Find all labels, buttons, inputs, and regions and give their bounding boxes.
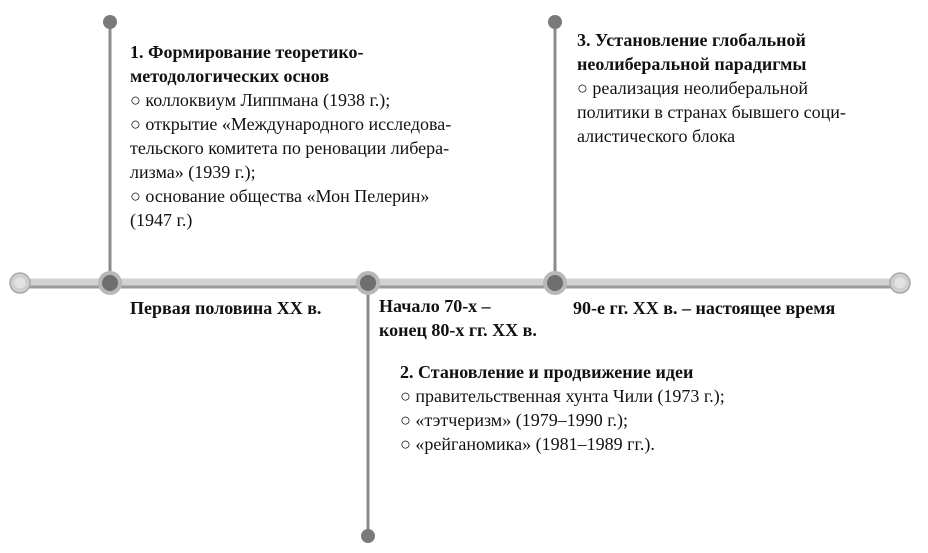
node-stage-2-inner (360, 275, 376, 291)
stage-3-title-line-1: 3. Установление глобальной (577, 30, 806, 50)
connector-stage-2-bottom-dot (361, 529, 375, 543)
period-label-2-line-2: конец 80-х гг. XX в. (379, 320, 537, 340)
connector-stage-3-top-dot (548, 15, 562, 29)
period-label-1: Первая половина XX в. (130, 298, 322, 318)
stage-2-item-line: ○ «тэтчеризм» (1979–1990 г.); (400, 410, 629, 430)
stage-2-item-line: ○ «рейганомика» (1981–1989 гг.). (400, 434, 655, 454)
stage-2-block: 2. Становление и продвижение идеи ○ прав… (400, 360, 820, 456)
timeline-end-cap-inner (894, 277, 906, 289)
stage-1-title-line-1: 1. Формирование теоретико- (130, 42, 364, 62)
stage-2-item-line: ○ правительственная хунта Чили (1973 г.)… (400, 386, 725, 406)
stage-1-item-line: ○ основание общества «Мон Пелерин» (130, 186, 430, 206)
timeline-start-cap-inner (14, 277, 26, 289)
node-stage-1-inner (102, 275, 118, 291)
period-label-3: 90-е гг. XX в. – настоящее время (573, 298, 836, 318)
stage-1-item-line: ○ коллоквиум Липпмана (1938 г.); (130, 90, 391, 110)
stage-1-title-line-2: методологических основ (130, 66, 330, 86)
period-label-2-line-1: Начало 70-х – (379, 296, 491, 316)
stage-2-title: 2. Становление и продвижение идеи (400, 362, 694, 382)
stage-3-item-line: ○ реализация неолиберальной (577, 78, 809, 98)
stage-1-block: 1. Формирование теоретико- методологичес… (130, 40, 530, 232)
node-stage-3-inner (547, 275, 563, 291)
stage-1-item-line: (1947 г.) (130, 210, 193, 230)
period-label-2: Начало 70-х – конец 80-х гг. XX в. (379, 294, 579, 342)
stage-1-item-line: тельского комитета по реновации либера- (130, 138, 450, 158)
stage-3-item-line: алистического блока (577, 126, 736, 146)
stage-3-item-line: политики в странах бывшего соци- (577, 102, 846, 122)
connector-stage-1-top-dot (103, 15, 117, 29)
stage-1-item-line: ○ открытие «Международного исследова- (130, 114, 452, 134)
stage-3-block: 3. Установление глобальной неолиберально… (577, 28, 917, 148)
stage-1-item-line: лизма» (1939 г.); (130, 162, 256, 182)
stage-3-title-line-2: неолиберальной парадигмы (577, 54, 807, 74)
